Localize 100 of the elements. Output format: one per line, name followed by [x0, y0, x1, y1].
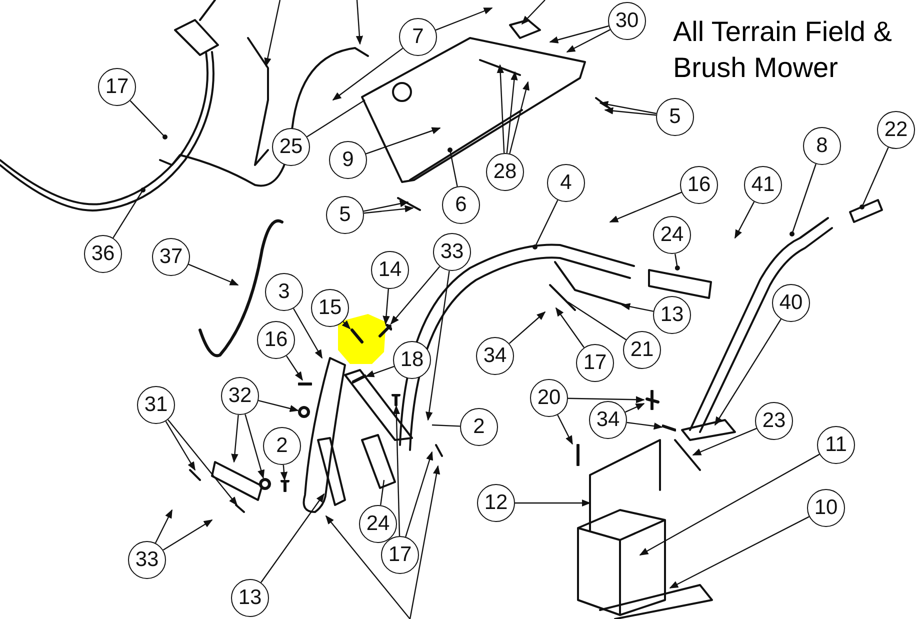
leader-line: [258, 400, 299, 412]
leader-line: [549, 25, 609, 44]
leader-line: [566, 29, 610, 53]
leader-line: [674, 254, 680, 270]
bolt: [662, 424, 676, 432]
leader-line: [432, 424, 460, 427]
leader-line: [165, 421, 196, 471]
leader-line: [366, 127, 441, 154]
callout-number: 3: [265, 273, 303, 311]
callout-number: 8: [803, 127, 841, 165]
leader-line: [244, 414, 265, 479]
bolt: [298, 380, 312, 388]
leader-line: [306, 100, 366, 138]
callout-number: 22: [877, 111, 915, 149]
bolt: [280, 480, 290, 492]
leader-line: [380, 480, 385, 506]
callout-number: 40: [772, 284, 810, 322]
callout-number: 7: [399, 18, 437, 56]
leader-line: [405, 451, 434, 538]
leader-line: [506, 71, 518, 154]
leader-line: [714, 318, 782, 426]
callout-number: 5: [326, 196, 364, 234]
callout-number: 6: [442, 186, 480, 224]
callout-number: 2: [460, 408, 498, 446]
callout-number: 32: [221, 377, 259, 415]
bolt: [352, 374, 366, 384]
leader-line: [604, 107, 656, 116]
callout-number: 31: [137, 386, 175, 424]
leader-line: [509, 81, 530, 154]
nut: [298, 406, 310, 418]
bolt: [644, 390, 660, 410]
leader-line: [692, 428, 757, 456]
leader-line: [426, 270, 450, 421]
leader-line: [496, 64, 505, 154]
leader-line: [130, 100, 168, 140]
callout-number: 11: [817, 426, 855, 464]
leader-line: [568, 302, 626, 340]
leader-line: [515, 499, 591, 507]
callout-number: 37: [152, 238, 190, 276]
leader-line: [639, 454, 820, 556]
callout-number: 16: [257, 321, 295, 359]
leader-line: [260, 493, 325, 583]
nut: [259, 478, 271, 490]
leader-line: [392, 405, 400, 536]
bolt: [378, 324, 392, 338]
leader-line: [364, 205, 414, 214]
callout-number: 18: [393, 341, 431, 379]
leader-line: [292, 308, 323, 359]
diagram-title: All Terrain Field & Brush Mower: [673, 15, 893, 85]
callout-number: 21: [623, 331, 661, 369]
leader-line: [669, 516, 810, 589]
callout-number: 33: [128, 541, 166, 579]
leader-line: [435, 7, 493, 31]
callout-number: 13: [231, 579, 269, 617]
callout-number: 24: [653, 216, 691, 254]
leader-line: [599, 100, 656, 114]
leader-line: [332, 48, 404, 101]
callout-number: 16: [680, 166, 718, 204]
leader-line: [555, 307, 584, 348]
leader-line: [168, 419, 238, 506]
leader-line: [626, 422, 663, 430]
leader-line: [734, 202, 755, 239]
callout-number: 36: [84, 235, 122, 273]
leader-line: [162, 519, 213, 551]
bolt: [390, 394, 402, 406]
leader-line: [382, 288, 390, 325]
callout-number: 17: [98, 68, 136, 106]
leader-line: [625, 403, 645, 413]
leader-line: [860, 147, 889, 210]
leader-line: [448, 148, 458, 187]
callout-number: 5: [656, 98, 694, 136]
leader-line: [568, 396, 645, 404]
callout-number: 24: [359, 505, 397, 543]
callout-number: 17: [381, 536, 419, 574]
leader-line: [790, 164, 816, 236]
leader-line: [532, 200, 558, 250]
leader-line: [365, 366, 394, 378]
leader-line: [621, 303, 654, 312]
callout-number: 34: [589, 401, 627, 439]
leader-line: [280, 464, 288, 481]
leader-line: [609, 192, 682, 223]
callout-number: 14: [371, 251, 409, 289]
leader-line: [557, 414, 573, 445]
callout-number: 34: [476, 337, 514, 375]
leader-line: [508, 311, 546, 344]
callout-number: 13: [653, 296, 691, 334]
callout-number: 33: [433, 233, 471, 271]
leader-line: [342, 320, 351, 330]
leader-line: [154, 509, 173, 544]
callout-number: 12: [477, 484, 515, 522]
callout-number: 25: [272, 128, 310, 166]
callout-number: 17: [576, 344, 614, 382]
callout-number: 15: [311, 289, 349, 327]
callout-number: 30: [608, 2, 646, 40]
bolt: [350, 328, 364, 344]
leader-line: [363, 200, 409, 212]
callout-number: 23: [755, 402, 793, 440]
leader-line: [286, 356, 303, 381]
callout-number: 20: [530, 379, 568, 417]
leader-line: [112, 188, 146, 238]
